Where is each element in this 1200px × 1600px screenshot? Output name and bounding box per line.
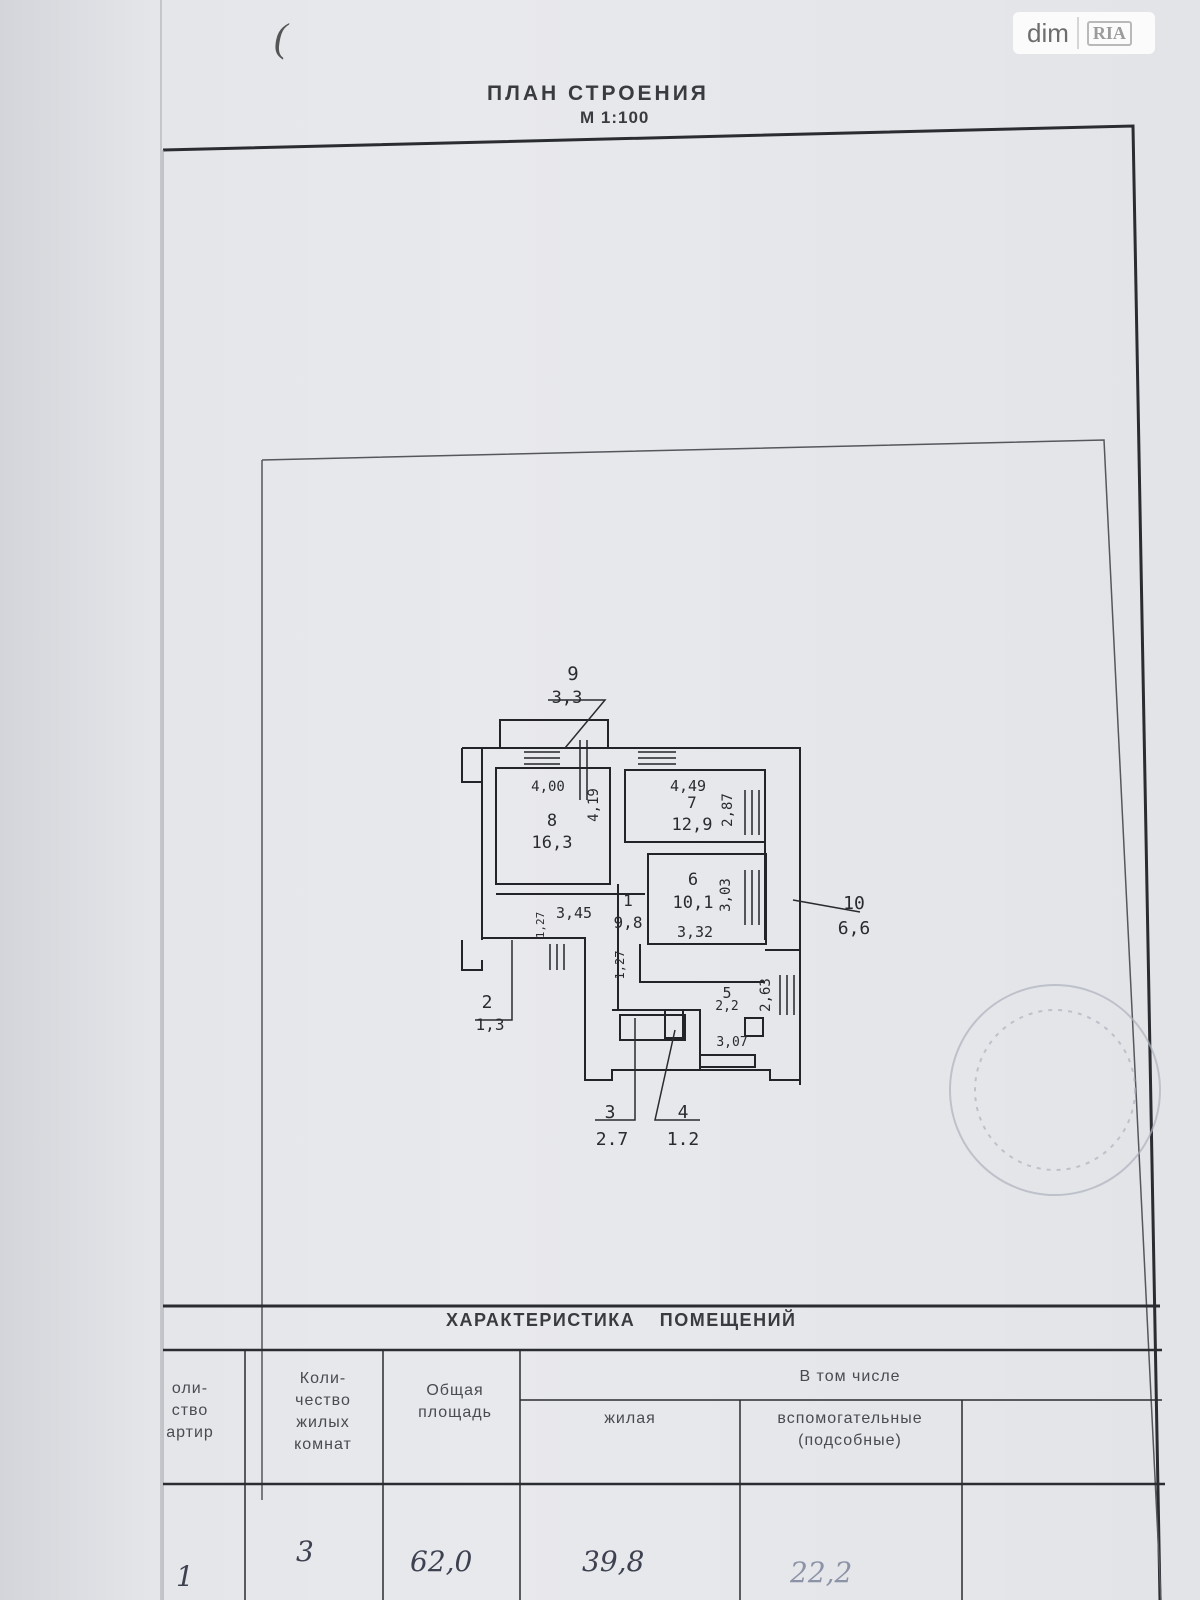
room-6-number: 6 — [688, 870, 698, 890]
cell-quarters: 1 — [176, 1560, 194, 1593]
cell-total-area: 62,0 — [410, 1545, 473, 1578]
table-frame — [163, 1304, 1165, 1600]
header-living-rooms-count: Коли- чество жилых комнат — [294, 1370, 352, 1453]
room-3-number: 3 — [605, 1102, 616, 1123]
room-10-area: 6,6 — [838, 918, 871, 939]
room-7-number: 7 — [687, 793, 697, 812]
dimension-label: 1,27 — [613, 951, 627, 980]
header-including: В том числе — [799, 1368, 901, 1385]
dimension-label: 2,87 — [720, 793, 736, 827]
header-auxiliary-area: вспомогательные (подсобные) — [777, 1410, 923, 1449]
room-10-number: 10 — [843, 893, 865, 914]
plan-title: ПЛАН СТРОЕНИЯ — [487, 82, 709, 105]
room-5-area: 2,2 — [715, 999, 738, 1014]
dimension-label: 3,03 — [718, 878, 734, 912]
room-9-area: 3,3 — [552, 688, 583, 708]
page-fold — [160, 0, 162, 1600]
corner-mark: ( — [274, 15, 288, 60]
watermark-separator — [1076, 17, 1079, 49]
watermark-text: dim — [1027, 17, 1069, 48]
table-title: ХАРАКТЕРИСТИКА ПОМЕЩЕНИЙ — [446, 1310, 797, 1330]
header-living-area: жилая — [604, 1410, 656, 1427]
dimension-label: 2,63 — [758, 978, 774, 1012]
room-5-number: 5 — [722, 984, 731, 1002]
header-total-area: Общая площадь — [418, 1382, 492, 1421]
room-8-number: 8 — [547, 811, 557, 831]
inner-frame — [261, 439, 1162, 1600]
leader-lines — [475, 699, 861, 1121]
cell-living-area: 39,8 — [582, 1545, 645, 1578]
room-4-area: 1.2 — [667, 1129, 700, 1150]
room-1-number: 1 — [623, 891, 633, 910]
faded-stamp — [949, 984, 1161, 1196]
dimension-label: 3,07 — [716, 1035, 747, 1050]
dimension-label: 4,00 — [531, 779, 565, 795]
dimension-label: 3,45 — [556, 904, 592, 922]
windows — [524, 740, 795, 1015]
apartment-walls — [461, 719, 801, 1085]
header-quarters-count: оли- ство артир — [166, 1380, 214, 1441]
outer-frame — [162, 124, 1162, 1600]
dimension-label: 3,32 — [677, 923, 713, 941]
dimension-label: 4,49 — [670, 777, 706, 795]
room-4-number: 4 — [678, 1102, 689, 1123]
room-1-area: 9,8 — [614, 913, 643, 932]
watermark-badge: dim RIA — [1013, 12, 1155, 54]
dimension-label: 1,27 — [534, 912, 547, 939]
room-3-area: 2.7 — [596, 1129, 629, 1150]
cell-rooms: 3 — [296, 1535, 314, 1568]
dimension-label: 4,19 — [586, 788, 602, 822]
room-7-area: 12,9 — [672, 815, 713, 835]
cell-auxiliary-area: 22,2 — [790, 1556, 853, 1589]
room-8-area: 16,3 — [532, 833, 573, 853]
room-9-number: 9 — [567, 663, 578, 685]
plan-scale: М 1:100 — [580, 108, 650, 127]
room-2-area: 1,3 — [476, 1015, 505, 1034]
watermark-logo: RIA — [1086, 20, 1132, 46]
room-6-area: 10,1 — [673, 893, 714, 913]
room-2-number: 2 — [482, 992, 493, 1013]
